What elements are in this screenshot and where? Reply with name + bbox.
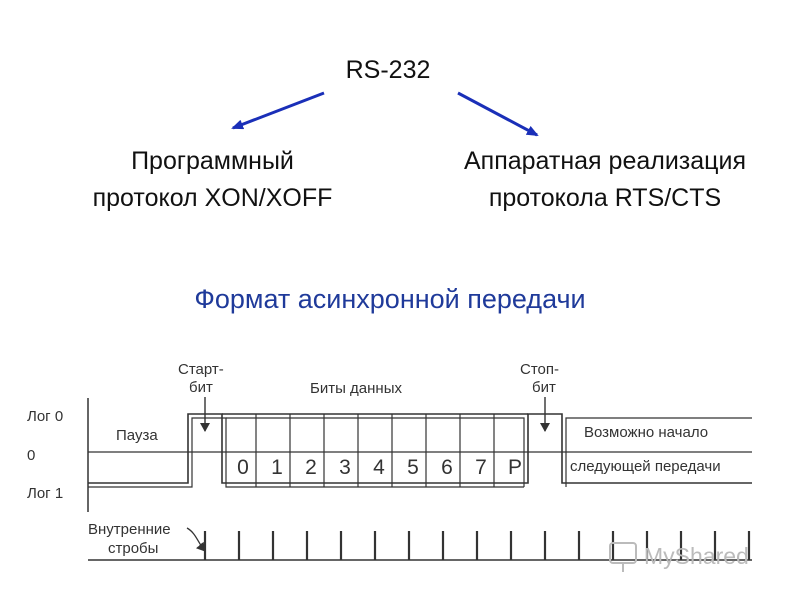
bit-digit: 2	[305, 456, 317, 479]
hardware-protocol-line2: протокола RTS/CTS	[488, 184, 722, 212]
signal-waveform-inner	[88, 417, 524, 488]
data-bits-label: Биты данных	[310, 380, 402, 397]
software-protocol-line2: протокол XON/XOFF	[92, 184, 333, 212]
pause-label: Пауза	[116, 427, 158, 444]
software-protocol-label: Программный протокол XON/XOFF	[40, 143, 385, 217]
diagram-title: RS-232	[345, 56, 431, 84]
stop-bit-label-line2: бит	[532, 379, 556, 396]
bit-digit: 0	[237, 456, 249, 479]
arrow-to-software	[231, 91, 325, 130]
strobe-ticks	[203, 531, 751, 560]
signal-waveform-tail	[565, 417, 752, 487]
strobes-label-line2: стробы	[108, 540, 158, 557]
level-zero-label: 0	[27, 447, 35, 464]
next-start-label-line1: Возможно начало	[584, 424, 708, 441]
software-protocol-line1: Программный	[131, 147, 294, 175]
watermark-text: MyShared	[644, 543, 749, 569]
level-log0-label: Лог 0	[27, 408, 63, 425]
bit-digit: 3	[339, 456, 351, 479]
bit-digit: 4	[373, 456, 385, 479]
next-start-label-line2: следующей передачи	[570, 458, 721, 475]
bit-digit: 5	[407, 456, 419, 479]
stop-bit-label-line1: Стоп-	[520, 361, 559, 378]
bit-digit: 7	[475, 456, 487, 479]
level-log1-label: Лог 1	[27, 485, 63, 502]
strobes-label-line1: Внутренние	[88, 521, 171, 538]
bit-cell-dividers	[255, 414, 495, 487]
strobes-pointer	[186, 527, 206, 552]
watermark-logo: MyShared	[609, 542, 749, 572]
bit-digit: P	[508, 456, 522, 479]
start-bit-label-line2: бит	[189, 379, 213, 396]
start-bit-label-line1: Старт-	[178, 361, 224, 378]
hardware-protocol-label: Аппаратная реализация протокола RTS/CTS	[420, 143, 790, 217]
signal-waveform-upper-inner	[226, 417, 525, 487]
signal-waveform	[88, 413, 752, 484]
section-title: Формат асинхронной передачи	[194, 284, 586, 314]
bit-digit: 6	[441, 456, 453, 479]
bit-digit: 1	[271, 456, 283, 479]
hardware-protocol-line1: Аппаратная реализация	[463, 147, 746, 175]
arrow-to-hardware	[457, 91, 539, 137]
